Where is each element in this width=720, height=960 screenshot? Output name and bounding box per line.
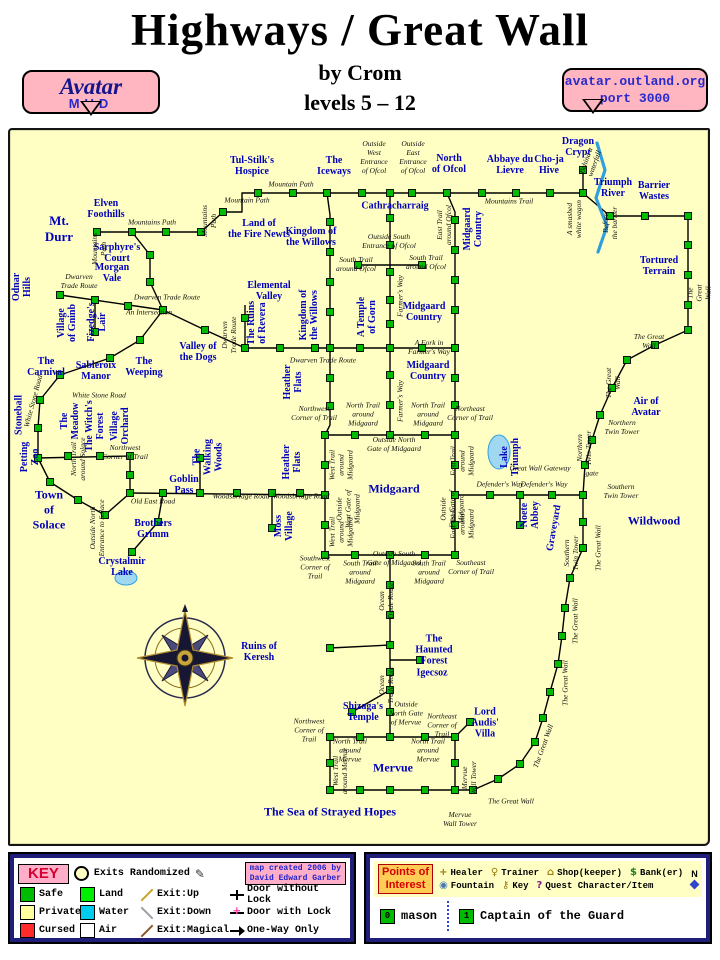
poi-item: $Bank(er): [630, 867, 683, 878]
poi-row-2: ◉Fountain⚷Key?Quest Character/Item: [439, 880, 685, 891]
poi-item: +Healer: [439, 867, 483, 878]
north-label: N: [691, 869, 698, 879]
avatar-mud-badge: Avatar MUD: [22, 70, 160, 116]
poi-entry-number: 0: [380, 908, 395, 924]
key-item-label: Water: [99, 907, 130, 919]
pencil-icon: ✎: [194, 866, 205, 881]
poi-item-label: Trainer: [501, 867, 539, 878]
poi-item: ⚷Key: [502, 880, 529, 891]
byline: by Crom: [318, 60, 402, 85]
key-item-label: Door without Lock: [247, 883, 320, 906]
key-item: Exit:Magical: [140, 923, 230, 938]
poi-item-label: Bank(er): [639, 867, 684, 878]
levels-label: levels 5 – 12: [304, 90, 416, 115]
poi-item: ◉Fountain: [439, 880, 494, 891]
poi-item-label: Quest Character/Item: [545, 880, 654, 891]
points-of-interest-panel: Points of Interest +Healer ♀Trainer ⌂Shop(…: [364, 852, 712, 944]
key-item-label: One-Way Only: [247, 925, 320, 937]
key-item: Exit:Down: [140, 905, 230, 920]
safe-icon: [20, 887, 35, 903]
server-port: port 3000: [599, 90, 671, 106]
door-lock-icon: [230, 903, 244, 919]
key-item-label: Exit:Up: [157, 889, 200, 901]
poi-entry: 0 mason: [380, 908, 438, 924]
poi-entry-number: 1: [459, 908, 475, 924]
poi-title: Points of Interest: [378, 864, 434, 894]
poi-item: ♀Trainer: [491, 867, 539, 878]
trainer-icon: ♀: [490, 867, 499, 878]
key-item: Water: [80, 905, 140, 921]
bank-icon: $: [629, 867, 637, 878]
server-host: avatar.outland.org: [564, 74, 706, 89]
entry-divider: [447, 901, 450, 931]
server-address-badge: avatar.outland.org port 3000: [562, 68, 708, 114]
poi-item-label: Shop(keeper): [557, 867, 622, 878]
poi-item: ?Quest Character/Item: [537, 880, 654, 891]
poi-entry-label: mason: [401, 909, 438, 923]
poi-entry: 1 Captain of the Guard: [459, 908, 625, 924]
key-item: Exit:Up: [140, 887, 230, 902]
avatar-mud-badge-line1: Avatar: [59, 74, 123, 99]
key-item-label: Exit:Down: [157, 907, 212, 919]
exits-randomized-label: Exits Randomized: [93, 868, 190, 880]
key-item: Private: [20, 905, 82, 921]
poi-item: ⌂Shop(keeper): [547, 867, 622, 878]
key-header: KEY Exits Randomized ✎ map created 2006 …: [18, 862, 346, 886]
fountain-icon: ◉: [439, 880, 448, 891]
key-item-label: Safe: [39, 889, 64, 901]
key-icon: ⚷: [502, 880, 510, 891]
exit-down-icon: [140, 906, 153, 919]
key-item-label: Air: [99, 925, 118, 937]
key-item: Safe: [20, 887, 80, 903]
key-item: Door with Lock: [230, 903, 344, 920]
map-sheet: [8, 128, 710, 846]
key-item: Land: [80, 887, 140, 903]
poi-entry-label: Captain of the Guard: [480, 909, 625, 923]
land-icon: [80, 887, 95, 903]
map-credit: map created 2006 by David Edward Garber: [244, 862, 346, 886]
page-title: Highways / Great Wall: [130, 5, 590, 55]
door-no-lock-icon: [230, 888, 244, 901]
key-item-label: Private: [39, 907, 82, 919]
key-panel: KEY Exits Randomized ✎ map created 2006 …: [8, 852, 356, 944]
cursed-icon: [20, 923, 35, 938]
compass-diamond-icon: [689, 879, 700, 890]
private-icon: [20, 905, 35, 921]
key-item-label: Cursed: [39, 925, 76, 937]
air-icon: [80, 923, 95, 938]
key-item-label: Door with Lock: [247, 907, 332, 919]
exits-randomized-icon: [73, 866, 89, 882]
key-item-label: Exit:Magical: [157, 925, 230, 937]
poi-entries: 0 mason 1 Captain of the Guard: [380, 901, 696, 931]
key-title: KEY: [18, 863, 69, 884]
water-icon: [80, 905, 95, 921]
quest-icon: ?: [536, 880, 543, 891]
healer-icon: +: [439, 867, 448, 878]
poi-item-label: Healer: [450, 867, 483, 878]
key-item: Air: [80, 923, 140, 938]
shop-icon: ⌂: [547, 867, 555, 878]
key-item: One-Way Only: [230, 923, 344, 938]
compass-rose-icon: [136, 604, 234, 707]
poi-item-label: Key: [512, 880, 529, 891]
key-item-label: Land: [99, 889, 124, 901]
north-indicator: N: [689, 869, 700, 890]
exit-up-icon: [140, 888, 153, 901]
exit-magical-icon: [140, 924, 153, 937]
key-item: Cursed: [20, 923, 80, 938]
one-way-icon: [230, 924, 245, 937]
key-item: Door without Lock: [230, 884, 344, 906]
poi-row-1: +Healer ♀Trainer ⌂Shop(keeper) $Bank(er): [439, 867, 685, 878]
poi-item-label: Fountain: [450, 880, 495, 891]
poi-header: Points of Interest +Healer ♀Trainer ⌂Shop(…: [374, 861, 702, 897]
avatar-mud-badge-line2: MUD: [68, 96, 114, 111]
